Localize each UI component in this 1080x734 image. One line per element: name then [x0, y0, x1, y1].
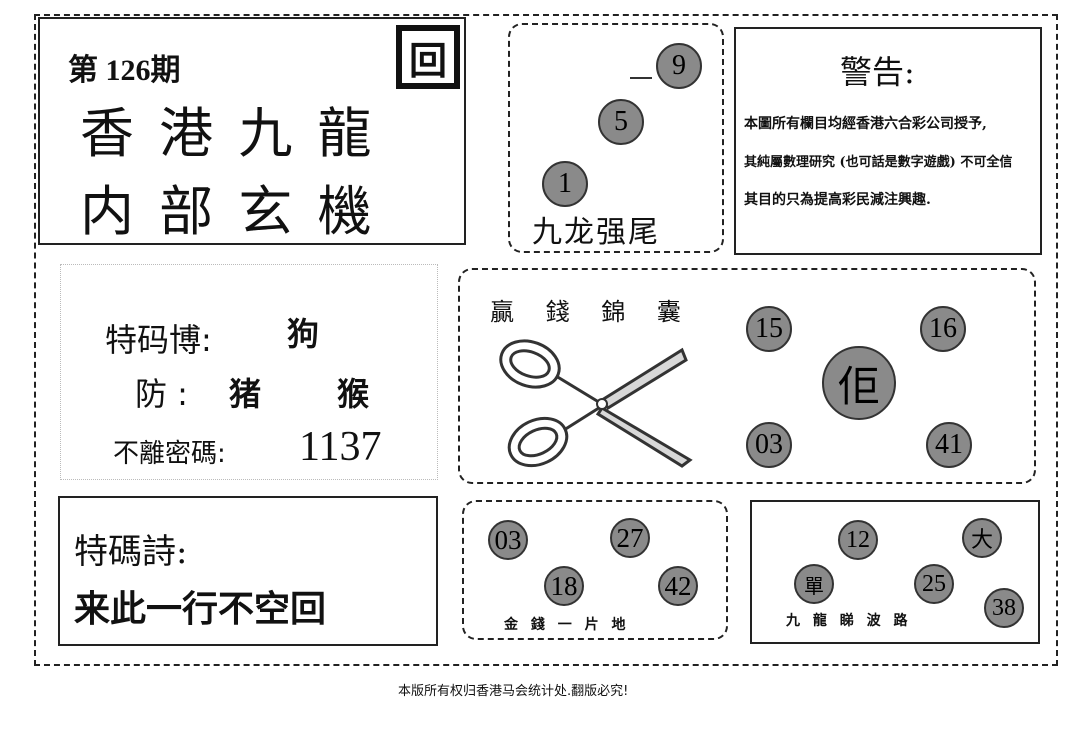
- code-label: 不離密碼:: [113, 439, 226, 469]
- warning-line: 本圖所有欄目均經香港六合彩公司授予,: [744, 116, 987, 132]
- seal-char: 回: [408, 37, 447, 83]
- warning-box: 警告: 本圖所有欄目均經香港六合彩公司授予, 其純屬數理研究 (也可話是數字遊戲…: [734, 27, 1042, 255]
- ball: 41: [926, 422, 972, 468]
- ball: 18: [544, 566, 584, 606]
- ball: 5: [598, 99, 644, 145]
- poem-box: 特碼詩: 来此一行不空回: [58, 496, 438, 646]
- page-title-line1: 香 港 九 龍: [80, 102, 376, 165]
- page-title-line2: 内 部 玄 機: [80, 180, 376, 243]
- warning-line: 其目的只為提高彩民減注興趣.: [744, 192, 931, 208]
- ball: 12: [838, 520, 878, 560]
- ball-dash: [630, 77, 652, 79]
- tail-box: 9 5 1 九龙强尾: [508, 23, 724, 253]
- ball: 42: [658, 566, 698, 606]
- warning-line: 其純屬數理研究 (也可話是數字遊戲) 不可全信: [744, 155, 1013, 170]
- special-value: 狗: [287, 315, 320, 353]
- wave-box: 12 大 單 25 38 九 龍 睇 波 路: [750, 500, 1040, 644]
- guard-label: 防 :: [135, 375, 188, 413]
- ball: 03: [746, 422, 792, 468]
- header-box: 第 126期 回 香 港 九 龍 内 部 玄 機: [38, 17, 466, 245]
- gold-caption: 金 錢 一 片 地: [504, 617, 630, 633]
- scissors-box: 贏 錢 錦 囊 15 16 佢 03 41: [458, 268, 1036, 484]
- issue-number: 第 126期: [68, 54, 181, 87]
- outer-frame: [34, 14, 1058, 666]
- wave-caption: 九 龍 睇 波 路: [786, 613, 912, 629]
- warning-title: 警告:: [840, 53, 915, 91]
- ball: 1: [542, 161, 588, 207]
- poem-label: 特碼詩:: [74, 532, 188, 572]
- ball: 25: [914, 564, 954, 604]
- ball: 03: [488, 520, 528, 560]
- gold-box: 03 27 18 42 金 錢 一 片 地: [462, 500, 728, 640]
- scissors-icon: [499, 339, 693, 468]
- ball: 27: [610, 518, 650, 558]
- guard-value: 猪: [229, 375, 262, 413]
- ball: 9: [656, 43, 702, 89]
- seal-icon: 回: [396, 25, 460, 89]
- ball: 15: [746, 306, 792, 352]
- code-value: 1137: [299, 424, 382, 470]
- center-ball: 佢: [822, 346, 896, 420]
- scissors-caption: 贏 錢 錦 囊: [490, 298, 693, 326]
- footer-text: 本版所有权归香港马会统计处.翻版必究!: [398, 684, 629, 699]
- ball: 38: [984, 588, 1024, 628]
- special-section: 特码博: 狗 防 : 猪 猴 不離密碼: 1137: [60, 264, 438, 480]
- ball: 16: [920, 306, 966, 352]
- guard-value: 猴: [337, 375, 370, 413]
- ball: 單: [794, 564, 834, 604]
- ball: 大: [962, 518, 1002, 558]
- poem-text: 来此一行不空回: [74, 588, 327, 630]
- special-label: 特码博:: [105, 321, 212, 359]
- tail-caption: 九龙强尾: [532, 215, 660, 250]
